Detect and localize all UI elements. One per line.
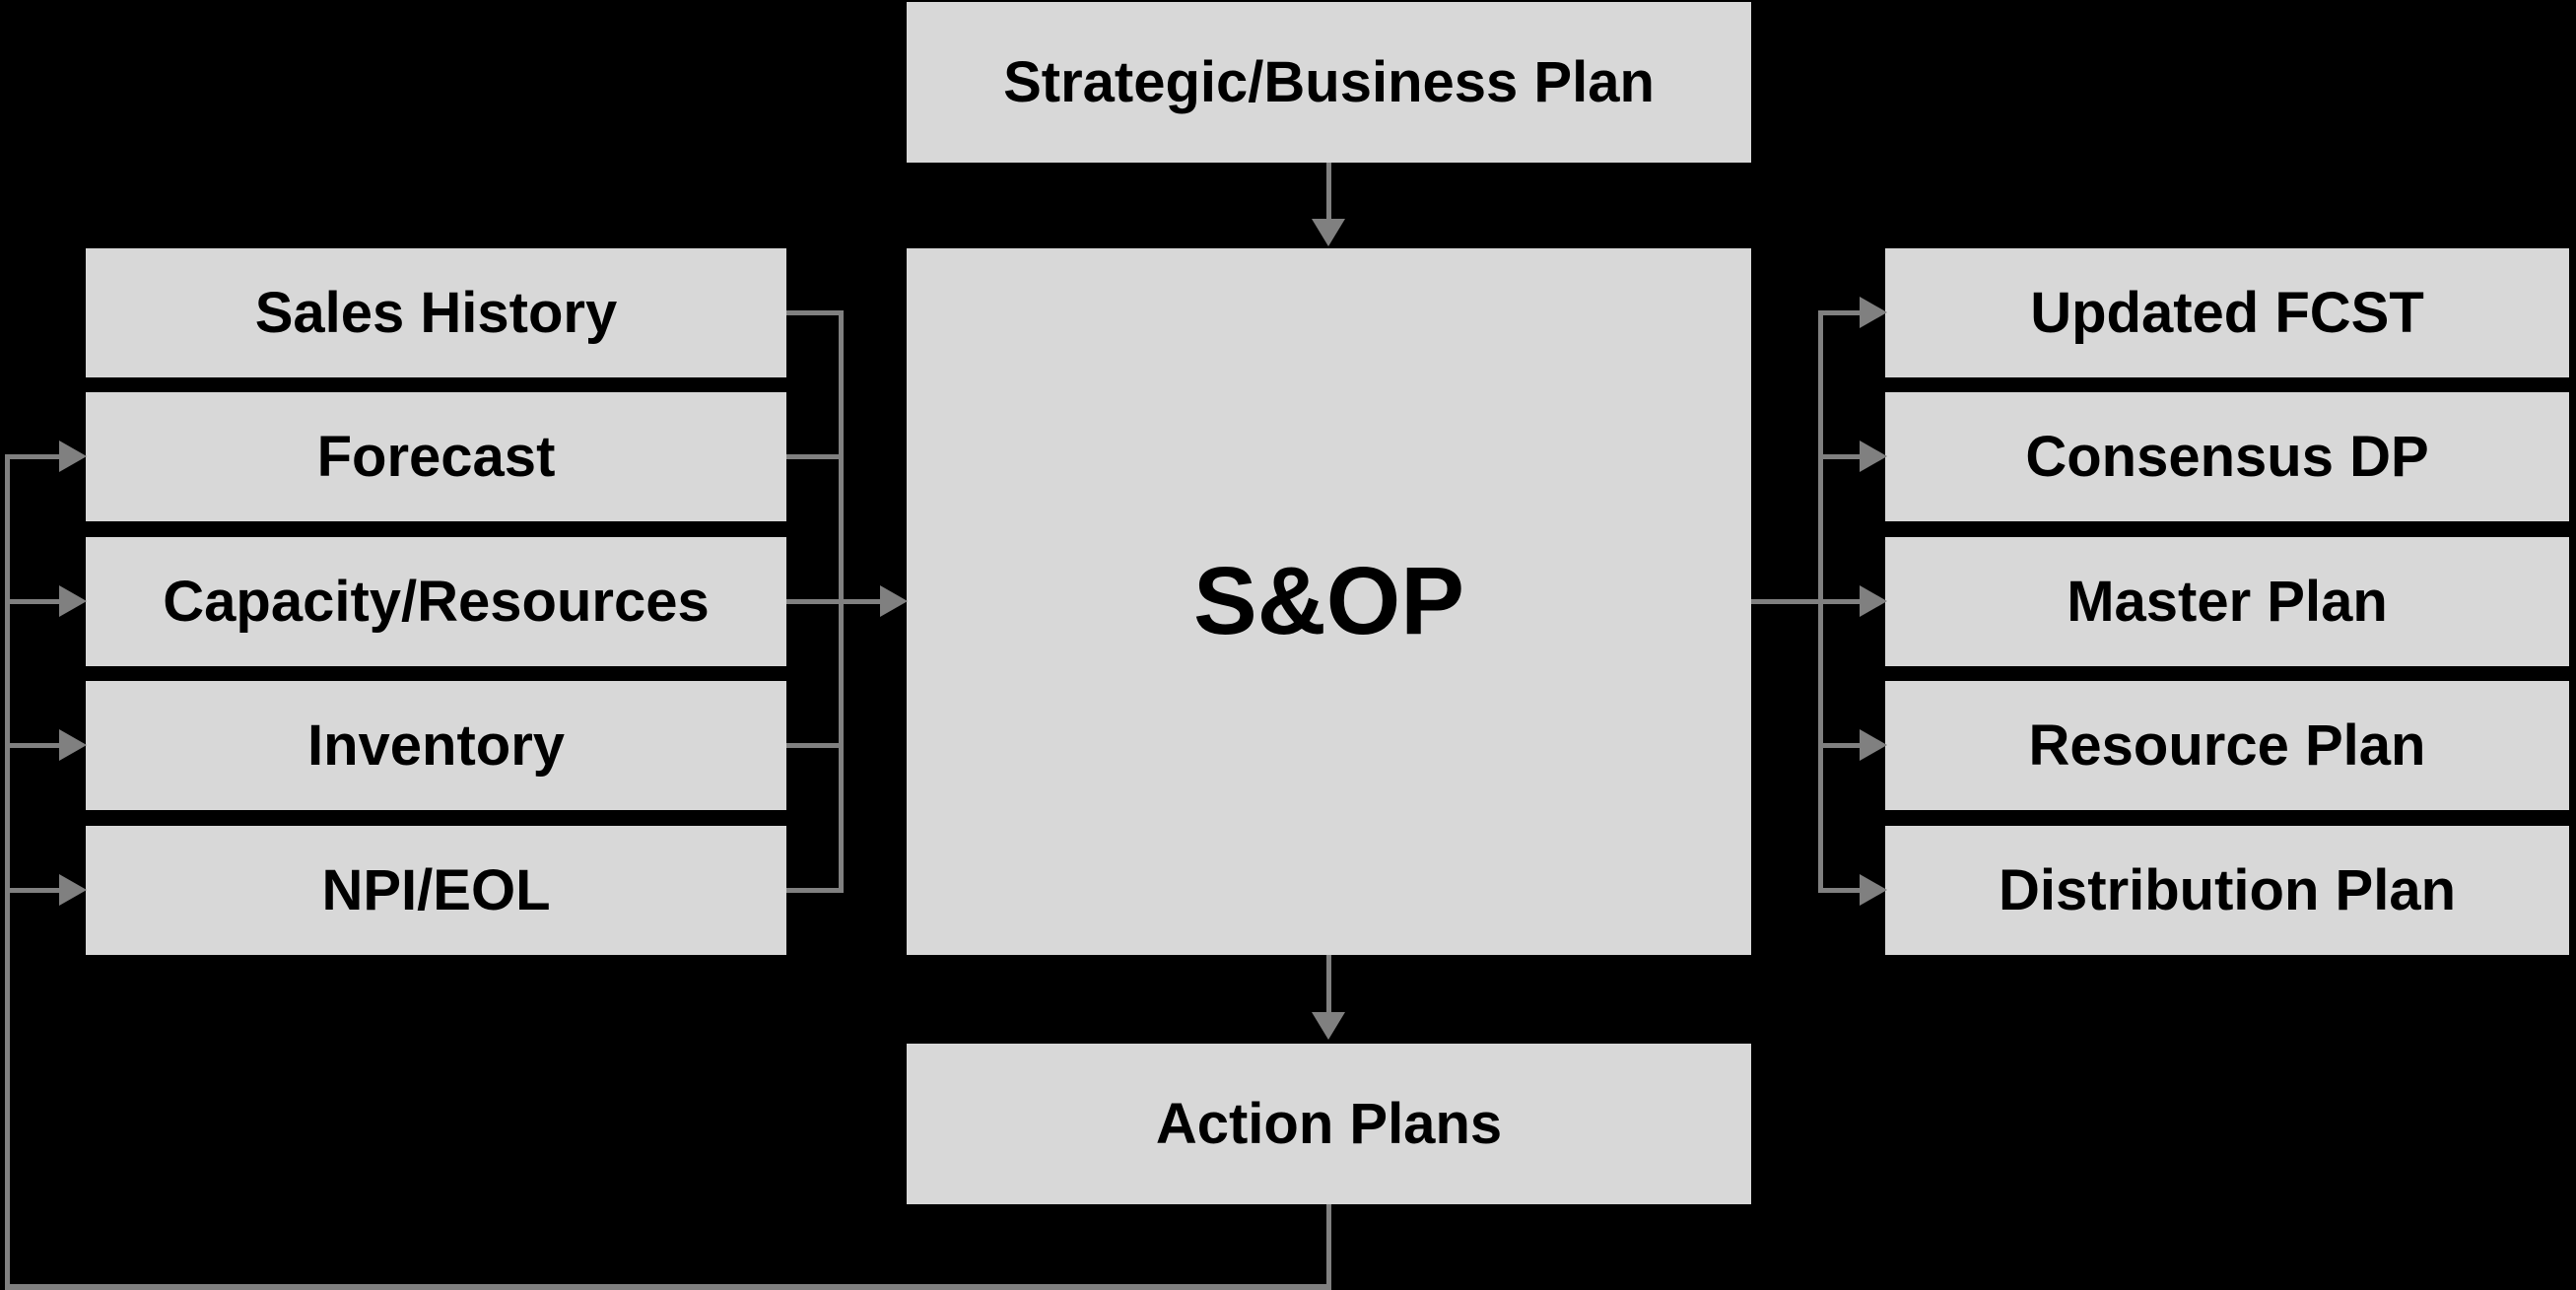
box-action-plans-label: Action Plans xyxy=(1155,1091,1503,1156)
arrowhead-into-resource-plan-icon xyxy=(1860,729,1887,761)
connector-npi-eol-to-rail xyxy=(786,888,841,893)
box-sop: S&OP xyxy=(907,248,1751,955)
connector-sop-to-action-plans xyxy=(1326,955,1331,1014)
box-forecast: Forecast xyxy=(86,392,786,521)
arrowhead-into-distribution-plan-icon xyxy=(1860,874,1887,906)
box-updated-fcst-label: Updated FCST xyxy=(2030,280,2424,345)
arrowhead-into-capacity-icon xyxy=(59,585,87,617)
box-sop-label: S&OP xyxy=(1193,547,1464,655)
box-action-plans: Action Plans xyxy=(907,1044,1751,1204)
box-consensus-dp: Consensus DP xyxy=(1885,392,2569,521)
box-inventory-label: Inventory xyxy=(306,713,566,778)
box-master-plan: Master Plan xyxy=(1885,537,2569,666)
box-distribution-plan: Distribution Plan xyxy=(1885,826,2569,955)
box-capacity-resources: Capacity/Resources xyxy=(86,537,786,666)
box-updated-fcst: Updated FCST xyxy=(1885,248,2569,377)
connector-feedback-to-forecast xyxy=(5,454,59,459)
box-resource-plan-label: Resource Plan xyxy=(2028,713,2426,778)
box-resource-plan: Resource Plan xyxy=(1885,681,2569,810)
box-npi-eol: NPI/EOL xyxy=(86,826,786,955)
arrowhead-into-master-plan-icon xyxy=(1860,585,1887,617)
arrowhead-down-into-action-plans-icon xyxy=(1312,1012,1345,1040)
connector-rail-to-resource-plan xyxy=(1820,743,1860,748)
connector-sales-history-to-rail xyxy=(786,310,841,315)
box-sales-history-label: Sales History xyxy=(254,280,618,345)
box-inventory: Inventory xyxy=(86,681,786,810)
connector-inventory-to-rail xyxy=(786,743,841,748)
connector-forecast-to-rail xyxy=(786,454,841,459)
box-sales-history: Sales History xyxy=(86,248,786,377)
connector-right-distributor-rail xyxy=(1818,310,1823,893)
connector-feedback-to-npi-eol xyxy=(5,888,59,893)
connector-feedback-left-rail xyxy=(5,454,10,1290)
box-npi-eol-label: NPI/EOL xyxy=(321,857,551,922)
connector-action-plans-down xyxy=(1326,1204,1331,1289)
arrowhead-into-updated-fcst-icon xyxy=(1860,297,1887,328)
arrowhead-into-inventory-icon xyxy=(59,729,87,761)
connector-feedback-to-capacity xyxy=(5,599,59,604)
arrowhead-into-sop-icon xyxy=(880,585,908,617)
box-capacity-resources-label: Capacity/Resources xyxy=(163,569,710,634)
arrowhead-into-forecast-icon xyxy=(59,441,87,472)
arrowhead-down-into-sop-icon xyxy=(1312,219,1345,246)
box-distribution-plan-label: Distribution Plan xyxy=(1999,857,2456,922)
box-consensus-dp-label: Consensus DP xyxy=(2025,424,2429,489)
connector-left-collector-rail xyxy=(839,310,844,893)
connector-rail-to-updated-fcst xyxy=(1820,310,1860,315)
box-strategic-business-plan-label: Strategic/Business Plan xyxy=(1003,49,1655,114)
box-forecast-label: Forecast xyxy=(316,424,556,489)
connector-capacity-to-sop xyxy=(786,599,880,604)
connector-sop-to-right-rail xyxy=(1751,599,1860,604)
connector-feedback-to-inventory xyxy=(5,743,59,748)
connector-feedback-bottom xyxy=(5,1284,1331,1290)
box-strategic-business-plan: Strategic/Business Plan xyxy=(907,2,1751,163)
connector-rail-to-distribution-plan xyxy=(1820,888,1860,893)
arrowhead-into-npi-eol-icon xyxy=(59,874,87,906)
connector-strategic-to-sop xyxy=(1326,163,1331,222)
box-master-plan-label: Master Plan xyxy=(2067,569,2388,634)
arrowhead-into-consensus-dp-icon xyxy=(1860,441,1887,472)
connector-rail-to-consensus-dp xyxy=(1820,454,1860,459)
